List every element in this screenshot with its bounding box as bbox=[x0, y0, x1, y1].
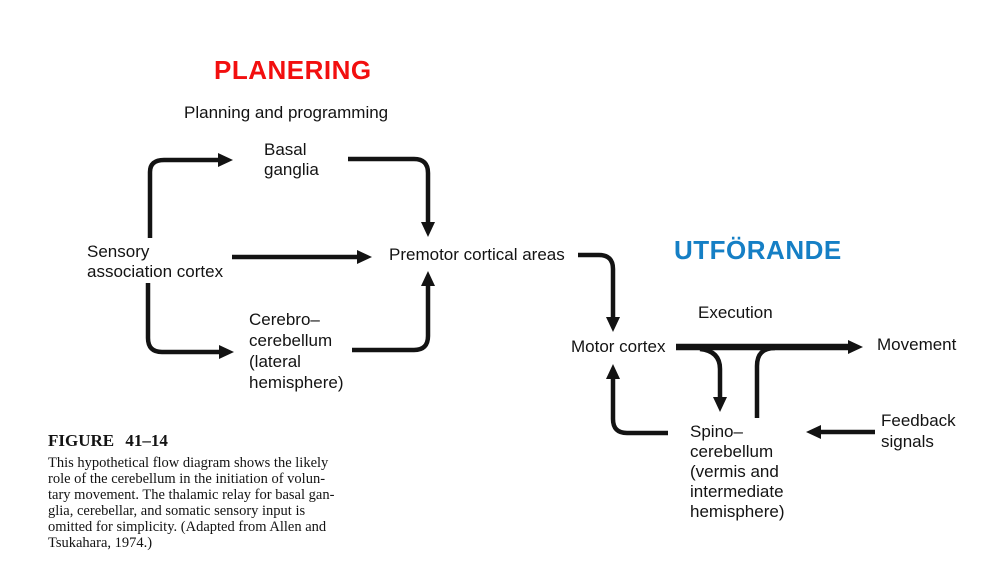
figure-caption-body: This hypothetical flow diagram shows the… bbox=[48, 455, 335, 551]
arrow-motor-branch-to-spinocerebellum bbox=[699, 346, 727, 412]
movement-node: Movement bbox=[877, 335, 957, 354]
arrow-sensory-to-basal bbox=[147, 153, 233, 238]
arrow-spinocerebellum-to-motor bbox=[606, 364, 668, 436]
motor-cortex-node: Motor cortex bbox=[571, 337, 666, 356]
utforande-heading: UTFÖRANDE bbox=[674, 235, 842, 265]
execution-phase-label: Execution bbox=[698, 303, 773, 322]
figure-caption-title: FIGURE 41–14 bbox=[48, 431, 168, 450]
planning-phase-label: Planning and programming bbox=[184, 103, 389, 122]
arrow-sensory-to-cerebrocerebellum bbox=[145, 283, 234, 359]
arrow-cerebrocerebellum-to-premotor bbox=[352, 271, 435, 353]
arrow-premotor-to-motor bbox=[578, 252, 620, 332]
figure-caption: FIGURE 41–14 This hypothetical flow diag… bbox=[48, 431, 334, 551]
planering-heading: PLANERING bbox=[214, 55, 372, 85]
arrow-basal-to-premotor bbox=[348, 156, 435, 237]
line-spinocerebellum-join-movement bbox=[754, 345, 776, 418]
premotor-cortical-areas-node: Premotor cortical areas bbox=[389, 245, 565, 264]
